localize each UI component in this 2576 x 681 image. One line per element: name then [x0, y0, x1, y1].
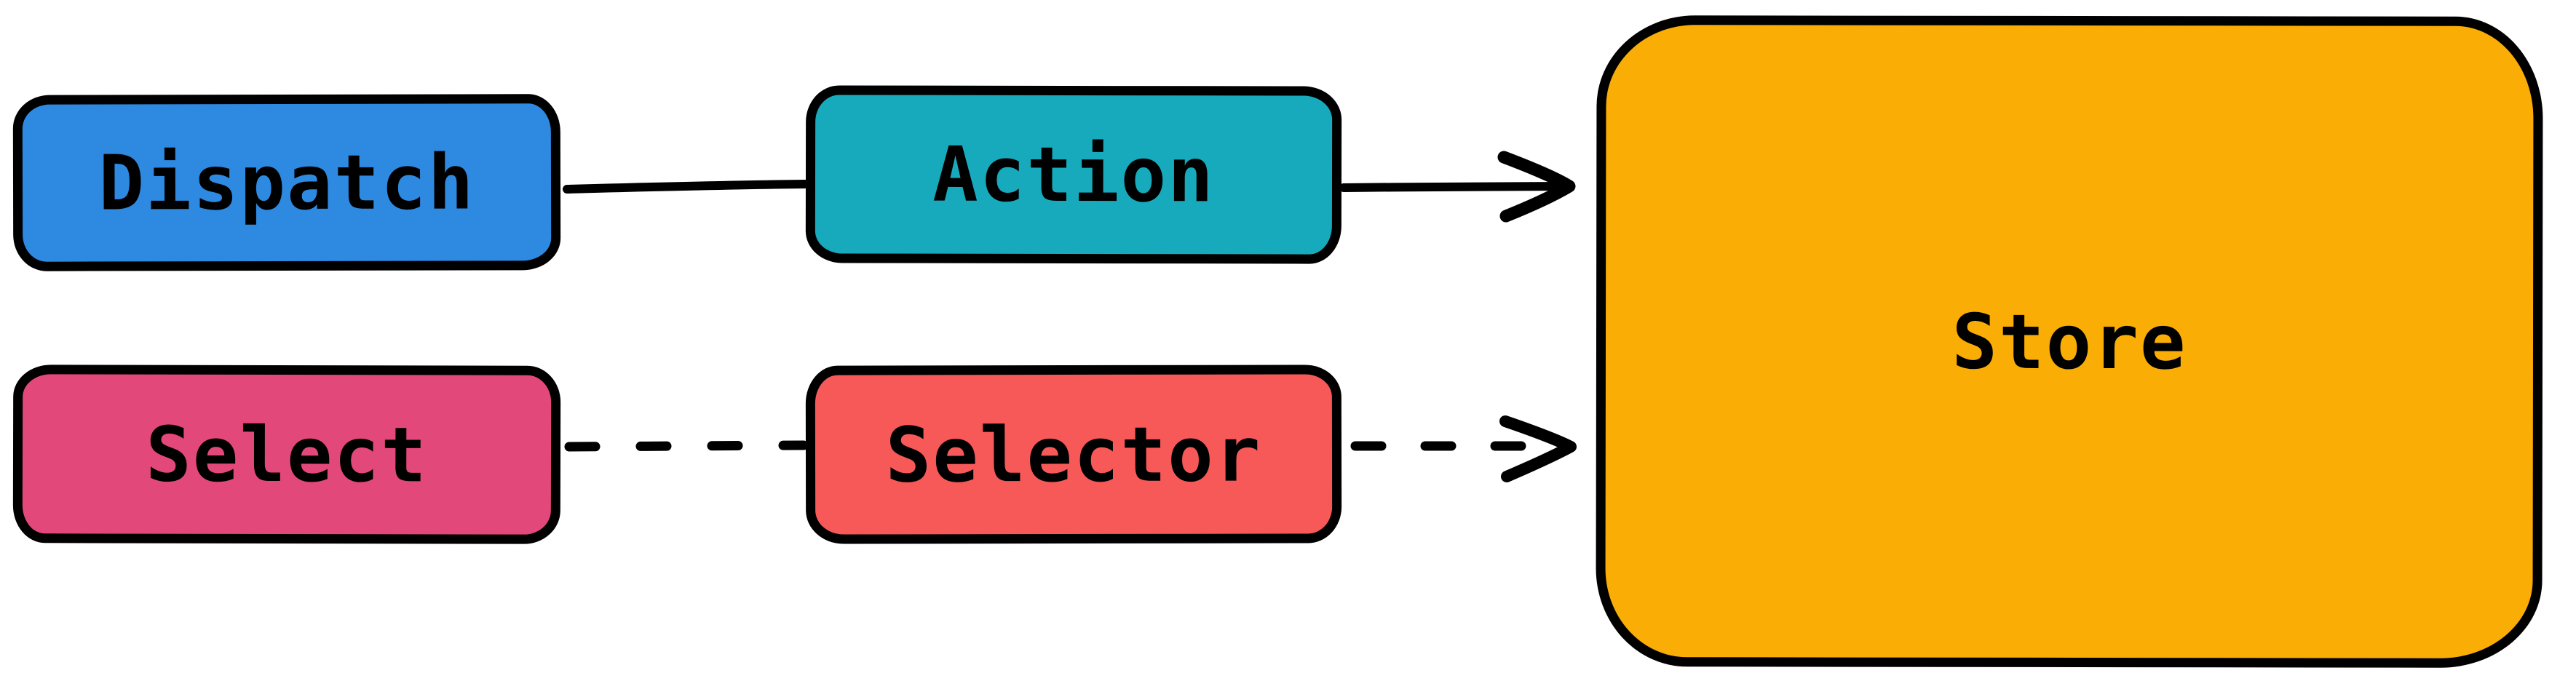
edge-dispatch-action — [563, 180, 809, 194]
node-dispatch-label: Dispatch — [98, 138, 475, 228]
node-store-label: Store — [1951, 297, 2187, 386]
node-selector: Selector — [805, 365, 1342, 544]
edge-action-store — [1339, 151, 1576, 223]
node-select: Select — [12, 365, 561, 544]
node-dispatch: Dispatch — [12, 94, 561, 271]
edge-line — [1339, 182, 1568, 192]
arrowhead — [1499, 415, 1577, 482]
edge-select-selector — [564, 440, 809, 452]
node-selector-label: Selector — [885, 410, 1262, 499]
edge-line — [563, 180, 809, 194]
edge-selector-store — [1350, 415, 1577, 482]
node-select-label: Select — [146, 410, 428, 499]
node-store: Store — [1596, 15, 2543, 668]
edge-line — [564, 440, 809, 452]
arrowhead — [1497, 151, 1576, 223]
node-action: Action — [805, 85, 1342, 264]
node-action-label: Action — [932, 130, 1215, 220]
